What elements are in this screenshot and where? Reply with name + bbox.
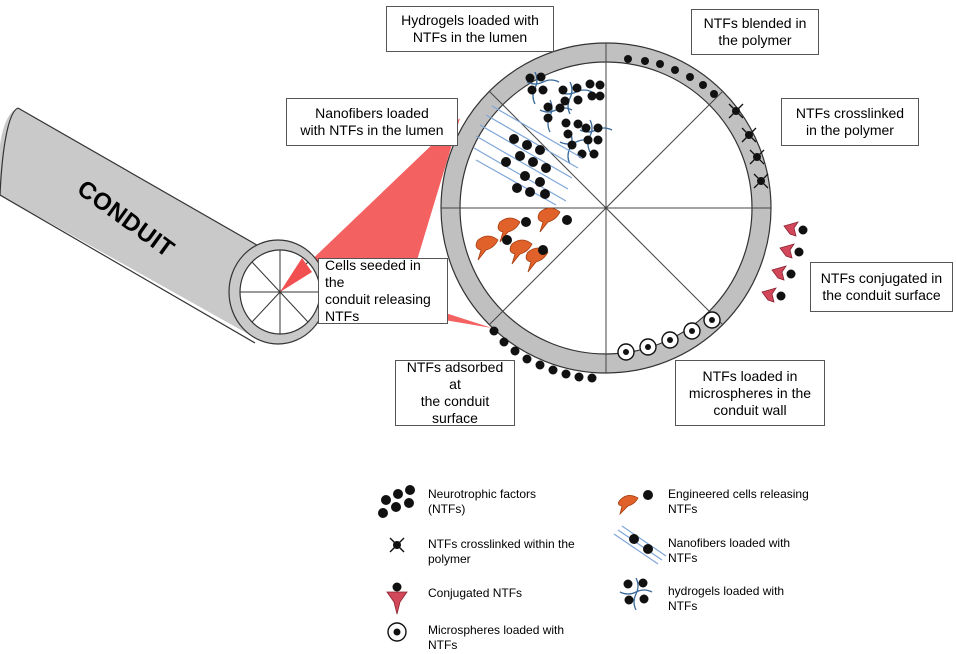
engineered-cells-cluster xyxy=(475,207,572,273)
legend-conjugated-icon xyxy=(386,582,408,615)
callout-blended: NTFs blended in the polymer xyxy=(691,9,819,55)
legend-ntf-icon xyxy=(378,485,415,518)
legend-microspheres-text: Microspheres loaded with NTFs xyxy=(428,623,565,652)
nanofiber-ntf-cluster xyxy=(473,105,583,206)
cross-section xyxy=(440,42,772,374)
callout-conjugated: NTFs conjugated in the conduit surface xyxy=(810,262,953,312)
callout-cells: Cells seeded in the conduit releasing NT… xyxy=(318,257,448,324)
conjugated-ntf-surface xyxy=(761,221,808,303)
callout-nanofibers: Nanofibers loaded with NTFs in the lumen xyxy=(286,98,458,146)
legend-nanofiber-icon xyxy=(613,525,667,565)
microspheres-wall xyxy=(617,311,721,361)
legend-icons xyxy=(378,485,667,642)
conduit-tube xyxy=(0,107,328,345)
legend-engineered-text: Engineered cells releasing NTFs xyxy=(668,487,809,516)
blended-ntf-wall-dots xyxy=(624,55,718,98)
legend-crosslinked-icon xyxy=(389,537,405,553)
callout-adsorbed: NTFs adsorbed at the conduit surface xyxy=(395,359,515,426)
legend-hydrogels-text: hydrogels loaded with NTFs xyxy=(668,584,785,613)
legend-microsphere-icon xyxy=(387,622,407,642)
legend-conjugated-text: Conjugated NTFs xyxy=(428,586,523,600)
callout-microspheres: NTFs loaded in microspheres in the condu… xyxy=(675,360,825,426)
legend-nanofibers-text: Nanofibers loaded with NTFs xyxy=(668,536,791,565)
legend-ntf-text: Neurotrophic factors (NTFs) xyxy=(428,487,537,516)
hydrogel-ntf-cluster xyxy=(525,71,613,165)
legend-crosslinked-text: NTFs crosslinked within the polymer xyxy=(428,537,575,566)
crosslinked-ntf-wall xyxy=(728,103,769,189)
callout-hydrogels: Hydrogels loaded with NTFs in the lumen xyxy=(386,6,554,52)
legend-hydrogel-icon xyxy=(619,577,653,611)
adsorbed-ntf-surface xyxy=(489,326,597,383)
legend-engineered-cell-icon xyxy=(618,490,653,516)
callout-crosslinked: NTFs crosslinked in the polymer xyxy=(781,98,919,146)
